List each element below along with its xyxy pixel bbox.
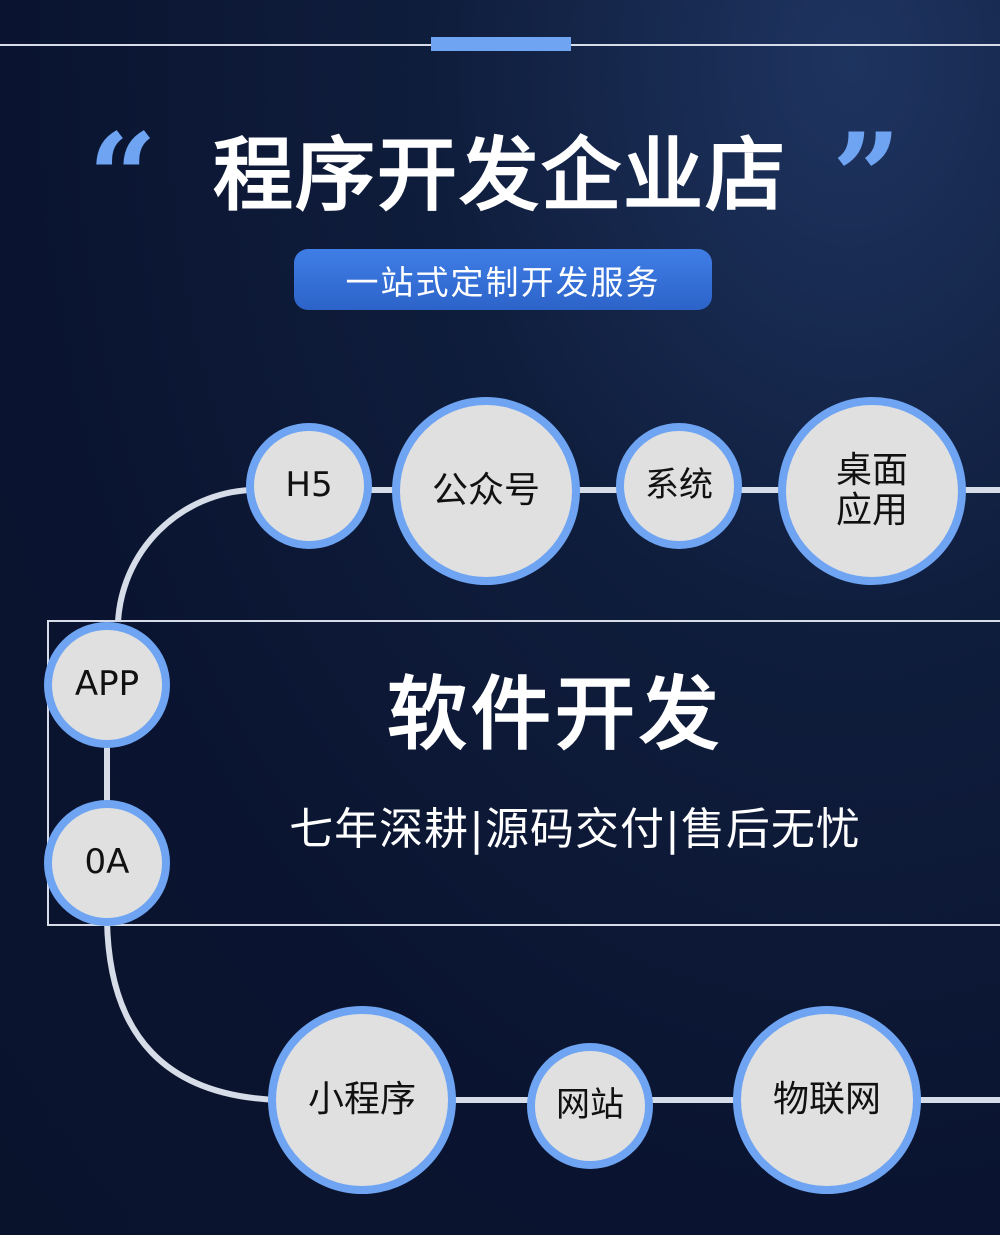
main-tagline: 七年深耕|源码交付|售后无忧 xyxy=(289,804,861,855)
node-system-label: 系统 xyxy=(624,431,734,541)
content-panel xyxy=(47,620,1000,926)
node-website-label: 网站 xyxy=(535,1051,645,1161)
page-title: 程序开发企业店 xyxy=(213,129,787,222)
node-oa-label: 0A xyxy=(52,808,162,918)
main-heading: 软件开发 xyxy=(387,668,723,761)
close-quote-icon: ” xyxy=(832,107,902,248)
node-iot: 物联网 xyxy=(733,1006,921,1194)
node-wechat-official: 公众号 xyxy=(392,397,580,585)
node-desktop-app-line1: 桌面 xyxy=(835,450,908,492)
node-website: 网站 xyxy=(527,1043,653,1169)
top-accent-bar xyxy=(431,37,571,51)
node-wechat-official-label: 公众号 xyxy=(400,405,572,577)
node-h5: H5 xyxy=(246,423,372,549)
node-miniprogram: 小程序 xyxy=(268,1006,456,1194)
node-oa: 0A xyxy=(44,800,170,926)
node-desktop-app-line2: 应用 xyxy=(835,490,908,531)
subtitle-text: 一站式定制开发服务 xyxy=(345,262,661,302)
node-app-label: APP xyxy=(52,630,162,740)
node-desktop-app-label: 桌面 应用 xyxy=(786,405,958,577)
node-h5-label: H5 xyxy=(254,431,364,541)
top-connector-line xyxy=(115,487,1000,623)
node-iot-label: 物联网 xyxy=(741,1014,913,1186)
open-quote-icon: “ xyxy=(88,107,158,248)
subtitle-badge: 一站式定制开发服务 xyxy=(294,249,712,310)
node-miniprogram-label: 小程序 xyxy=(276,1014,448,1186)
bottom-connector-line xyxy=(104,919,1000,1103)
node-app: APP xyxy=(44,622,170,748)
node-desktop-app: 桌面 应用 xyxy=(778,397,966,585)
node-system: 系统 xyxy=(616,423,742,549)
